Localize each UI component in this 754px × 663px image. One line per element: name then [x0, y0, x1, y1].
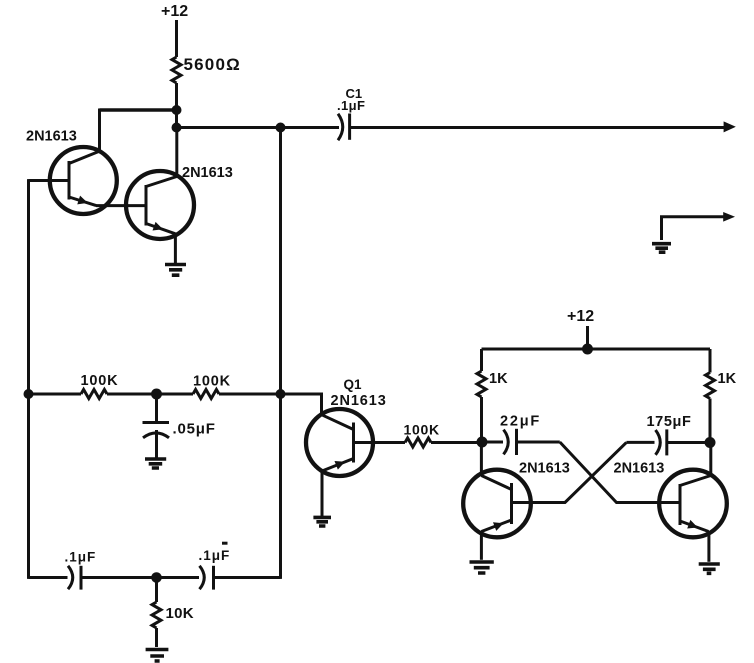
svg-text:+12: +12 — [161, 3, 188, 20]
svg-text:1K: 1K — [718, 371, 737, 387]
svg-text:.1μF: .1μF — [199, 548, 231, 563]
svg-text:C1: C1 — [346, 86, 363, 101]
svg-text:175μF: 175μF — [647, 414, 692, 430]
svg-text:100K: 100K — [404, 422, 440, 438]
svg-text:2N1613: 2N1613 — [26, 129, 77, 145]
svg-text:.1μF: .1μF — [337, 98, 365, 113]
svg-text:2N1613: 2N1613 — [331, 393, 387, 409]
svg-text:22μF: 22μF — [500, 414, 541, 430]
svg-text:.1μF: .1μF — [65, 550, 97, 565]
svg-text:+12: +12 — [567, 308, 594, 325]
svg-text:1K: 1K — [489, 371, 508, 387]
svg-text:100K: 100K — [193, 374, 231, 390]
svg-text:10K: 10K — [166, 605, 194, 622]
svg-text:5600Ω: 5600Ω — [184, 55, 241, 74]
svg-text:Q1: Q1 — [344, 377, 363, 392]
svg-text:2N1613: 2N1613 — [614, 461, 665, 477]
svg-text:.05μF: .05μF — [173, 421, 216, 438]
svg-text:100K: 100K — [81, 373, 119, 389]
svg-text:2N1613: 2N1613 — [182, 165, 233, 181]
svg-text:2N1613: 2N1613 — [519, 461, 570, 477]
